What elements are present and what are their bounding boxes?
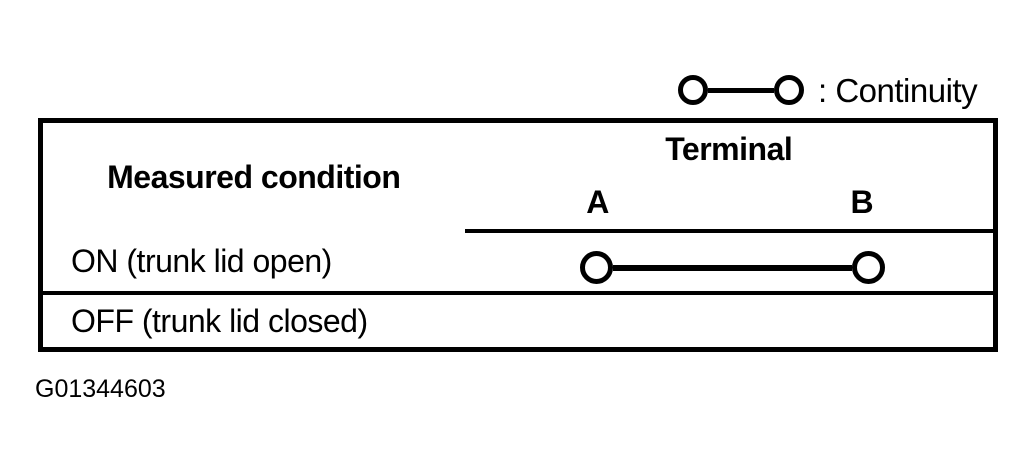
continuity-circle-icon — [852, 251, 885, 284]
figure-id: G01344603 — [35, 375, 166, 403]
table-subheader-row: A B — [41, 175, 996, 233]
terminal-continuity-table: Measured condition Terminal A B ON (trun… — [38, 118, 998, 352]
continuity-circle-icon — [774, 75, 804, 105]
header-measured-condition: Measured condition — [107, 158, 401, 195]
continuity-symbol-icon — [678, 75, 804, 105]
continuity-bar — [708, 87, 774, 93]
table-header-row: Measured condition Terminal — [41, 121, 996, 195]
table-row-off: OFF (trunk lid closed) — [41, 293, 996, 350]
terminal-a-cell-off — [465, 293, 731, 350]
table-row-on: ON (trunk lid open) — [40, 231, 996, 295]
continuity-circle-icon — [678, 75, 708, 105]
legend-label: : Continuity — [818, 71, 978, 109]
terminal-b-cell-off — [731, 293, 996, 350]
continuity-circle-icon — [580, 251, 613, 284]
header-terminal-a: A — [464, 175, 731, 233]
header-terminal-b: B — [730, 175, 996, 233]
continuity-a-b-symbol-icon — [580, 251, 885, 284]
continuity-bar — [613, 264, 852, 271]
condition-label-off: OFF (trunk lid closed) — [71, 302, 368, 339]
header-terminal: Terminal — [665, 130, 793, 167]
condition-label-on: ON (trunk lid open) — [40, 231, 465, 295]
continuity-legend: : Continuity — [678, 71, 978, 109]
